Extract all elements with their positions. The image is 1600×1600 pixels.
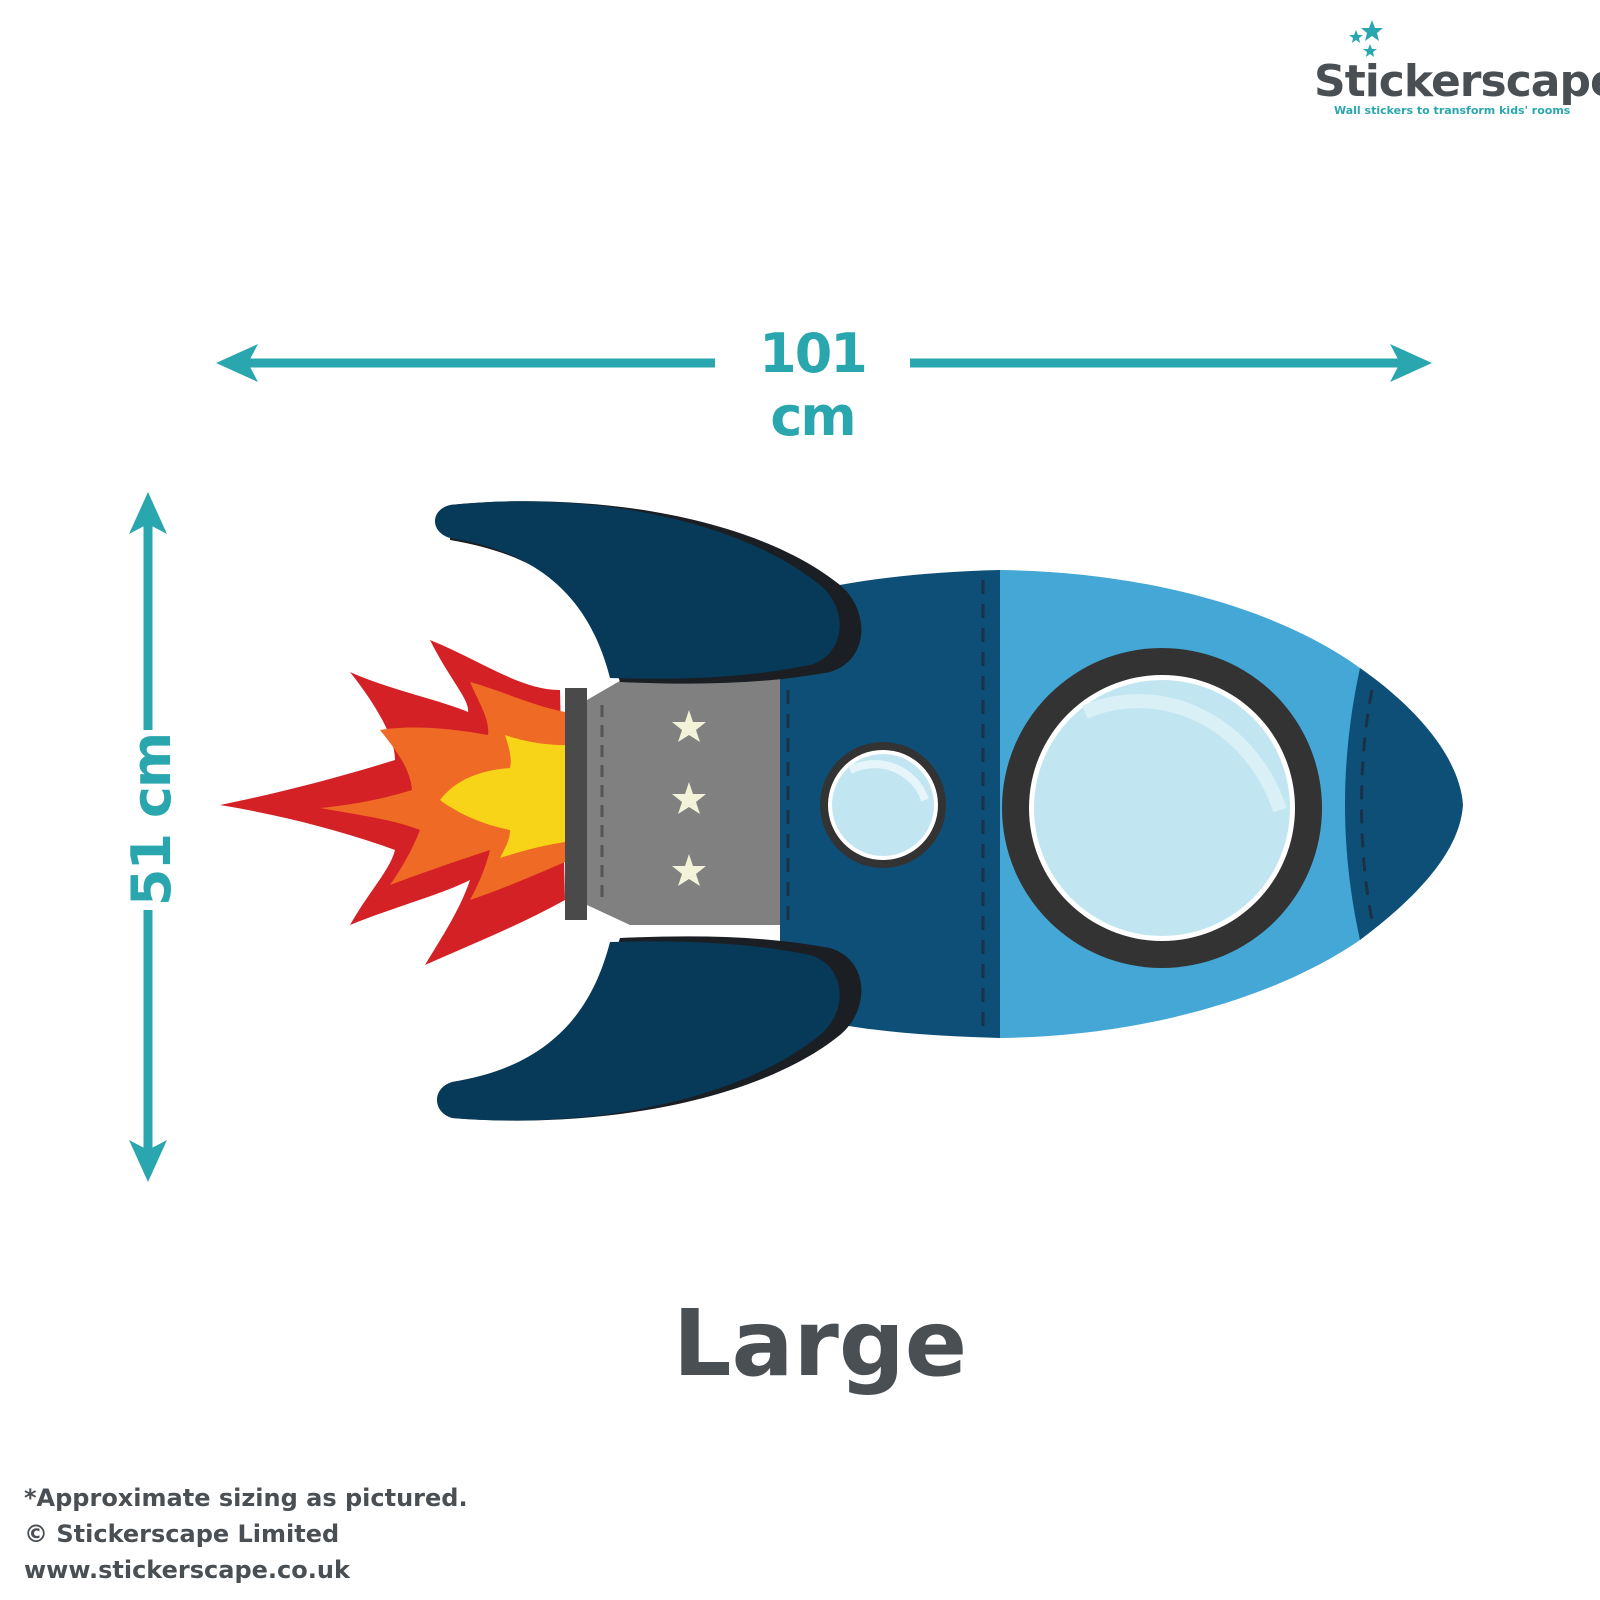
large-window-glass [1034, 680, 1290, 936]
top-fin [435, 501, 840, 679]
website-link[interactable]: www.stickerscape.co.uk [24, 1556, 350, 1584]
flame-inner [440, 735, 565, 858]
logo-stars-icon [1349, 20, 1383, 57]
footer: *Approximate sizing as pictured. © Stick… [24, 1480, 468, 1588]
rocket-icon [220, 501, 1463, 1121]
small-window-glass [832, 754, 934, 856]
nozzle-star [672, 710, 706, 742]
nozzle-star [672, 782, 706, 814]
nozzle-ring [565, 688, 587, 920]
size-label: Large [672, 1290, 968, 1397]
height-dimension-label: 51 cm [120, 730, 183, 910]
width-dimension-label: 101 cm [715, 322, 910, 448]
flame-middle [320, 682, 565, 900]
stickerscape-logo: Stickerscape Wall stickers to transform … [1300, 18, 1600, 128]
logo-tagline: Wall stickers to transform kids' rooms [1334, 104, 1571, 117]
rocket-nose [1345, 668, 1463, 940]
nozzle-star [672, 854, 706, 886]
sizing-disclaimer: *Approximate sizing as pictured. [24, 1484, 468, 1512]
bottom-fin [437, 941, 840, 1121]
logo-wordmark: Stickerscape [1314, 56, 1600, 107]
copyright-notice: © Stickerscape Limited [24, 1520, 340, 1548]
